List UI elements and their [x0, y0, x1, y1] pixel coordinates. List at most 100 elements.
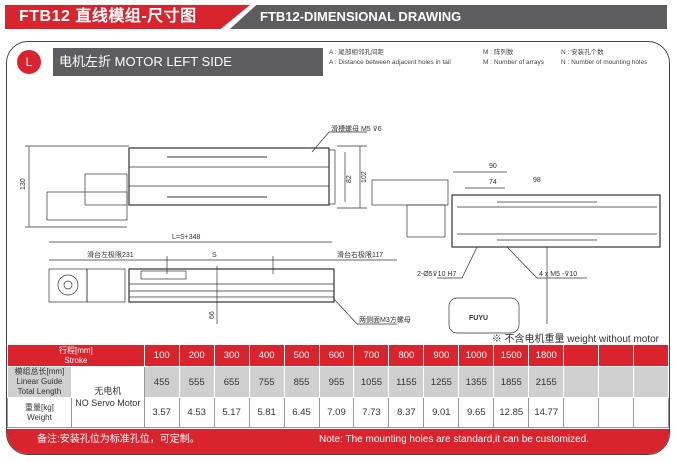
header-title-en: FTB12-DIMENSIONAL DRAWING [230, 5, 667, 29]
stroke-label-en: Stroke [64, 355, 88, 365]
legend-m-en: M : Number of arrays [483, 59, 545, 66]
weight-label-en: Weight [27, 412, 52, 422]
weight-cell: 5.81 [248, 397, 285, 428]
legend-a: A : 尾部相邻孔间距 A : Distance between adjacent… [329, 48, 451, 68]
stroke-cell: 400 [248, 344, 285, 367]
drawing-card: L 电机左折 MOTOR LEFT SIDE A : 尾部相邻孔间距 A : Di… [6, 41, 670, 455]
stroke-cell: 300 [213, 344, 250, 367]
fuyu-logo: FUYU [469, 315, 488, 322]
mount-hole-label: 4 x M5 -⊽10 [539, 270, 577, 278]
stroke-cell: 500 [283, 344, 320, 367]
footer-note: 备注:安装孔位为标准孔位，可定制。 Note: The mounting hol… [7, 429, 669, 454]
motor-cn: 无电机 [94, 386, 122, 396]
stroke-cell: 200 [178, 344, 215, 367]
weight-label-cn: 重量[kg] [24, 402, 54, 412]
dim-90: 90 [489, 163, 497, 170]
right-limit: 滑台右极限117 [337, 250, 383, 259]
side-view [371, 171, 661, 334]
stroke-cell [563, 344, 600, 367]
weight-cell: 3.57 [143, 397, 180, 428]
side-nut-label: 两侧面M3方螺母 [359, 315, 411, 324]
length-label-en2: Total Length [17, 387, 62, 396]
length-cell [563, 366, 600, 398]
stroke-cell [633, 344, 669, 367]
stroke-cell: 700 [353, 344, 390, 367]
length-cell [633, 366, 669, 398]
motor-cell: 无电机 NO Servo Motor [70, 366, 145, 428]
length-cell: 1855 [493, 366, 530, 398]
weight-cell [633, 397, 669, 428]
weight-header: 重量[kg]Weight [7, 397, 72, 428]
stroke-cell [598, 344, 634, 367]
dim-130: 130 [20, 178, 27, 190]
footer-en: Note: The mounting holes are standard,it… [319, 434, 589, 445]
top-view [25, 131, 367, 228]
stroke-cell: 600 [318, 344, 355, 367]
stroke-cell: 1500 [493, 344, 530, 367]
dim-82: 82 [346, 175, 353, 183]
stroke-cell: 1800 [528, 344, 565, 367]
section-badge: L [17, 50, 41, 74]
length-cell: 555 [178, 366, 215, 398]
dimensional-drawing: 130 82 102 滑槽螺母 M5 ⊽6 L=S+348 滑台左极限231 S… [20, 124, 661, 334]
weight-cell [563, 397, 600, 428]
length-cell: 655 [213, 366, 250, 398]
weight-cell [598, 397, 634, 428]
weight-cell: 7.73 [353, 397, 390, 428]
section-title: 电机左折 MOTOR LEFT SIDE [53, 48, 323, 76]
front-view [48, 241, 397, 325]
dim-98: 98 [533, 177, 541, 184]
legend-n: N : 安装孔个数 N : Number of mounting holes [561, 48, 647, 68]
stroke-cell: 800 [388, 344, 425, 367]
pin-hole-label: 2-Ø5⊽10 H7 [417, 270, 456, 278]
length-cell: 755 [248, 366, 285, 398]
weight-cell: 8.37 [388, 397, 425, 428]
length-cell: 2155 [528, 366, 565, 398]
length-cell: 855 [283, 366, 320, 398]
length-cell: 1255 [423, 366, 460, 398]
length-cell: 455 [143, 366, 180, 398]
weight-cell: 6.45 [283, 397, 320, 428]
weight-cell: 14.77 [528, 397, 565, 428]
length-cell: 1055 [353, 366, 390, 398]
legend-n-cn: N : 安装孔个数 [561, 49, 604, 56]
left-limit: 滑台左极限231 [87, 250, 134, 259]
dim-66: 66 [209, 311, 216, 319]
dim-stroke: S [212, 252, 217, 259]
weight-cell: 9.01 [423, 397, 460, 428]
stroke-label-cn: 行程[mm] [58, 345, 93, 355]
stroke-row: 行程[mm]Stroke 100 200 300 400 500 600 700… [7, 344, 669, 367]
weight-note: ※ 不含电机重量 weight without motor [491, 334, 659, 345]
weight-cell: 12.85 [493, 397, 530, 428]
length-cell: 1355 [458, 366, 495, 398]
weight-cell: 9.65 [458, 397, 495, 428]
length-label-cn: 模组总长[mm] [14, 367, 65, 376]
motor-en: NO Servo Motor [75, 398, 141, 408]
nut-label: 滑槽螺母 M5 ⊽6 [331, 124, 382, 133]
legend-a-cn: A : 尾部相邻孔间距 [329, 49, 384, 56]
stroke-cell: 900 [423, 344, 460, 367]
length-cell: 1155 [388, 366, 425, 398]
dim-102: 102 [361, 171, 368, 183]
header-title-cn: FTB12 直线模组-尺寸图 [5, 5, 250, 29]
legend-a-en: A : Distance between adjacent holes in t… [329, 59, 451, 66]
stroke-header: 行程[mm]Stroke [7, 344, 145, 367]
stroke-cell: 100 [143, 344, 180, 367]
weight-cell: 4.53 [178, 397, 215, 428]
page-header: FTB12 直线模组-尺寸图 FTB12-DIMENSIONAL DRAWING [5, 5, 667, 29]
spec-table: 行程[mm]Stroke 100 200 300 400 500 600 700… [7, 344, 669, 428]
weight-row: 重量[kg]Weight 3.57 4.53 5.17 5.81 6.45 7.… [7, 397, 669, 428]
stroke-cell: 1000 [458, 344, 495, 367]
footer-cn: 备注:安装孔位为标准孔位，可定制。 [37, 434, 200, 445]
dim-74: 74 [489, 179, 497, 186]
length-cell [598, 366, 634, 398]
dim-length: L=S+348 [172, 234, 201, 241]
legend-m-cn: M : 阵列数 [483, 49, 514, 56]
length-label-en1: Linear Guide [16, 377, 63, 386]
legend-m: M : 阵列数 M : Number of arrays [483, 48, 544, 68]
legend-n-en: N : Number of mounting holes [561, 59, 648, 66]
weight-cell: 5.17 [213, 397, 250, 428]
weight-cell: 7.09 [318, 397, 355, 428]
